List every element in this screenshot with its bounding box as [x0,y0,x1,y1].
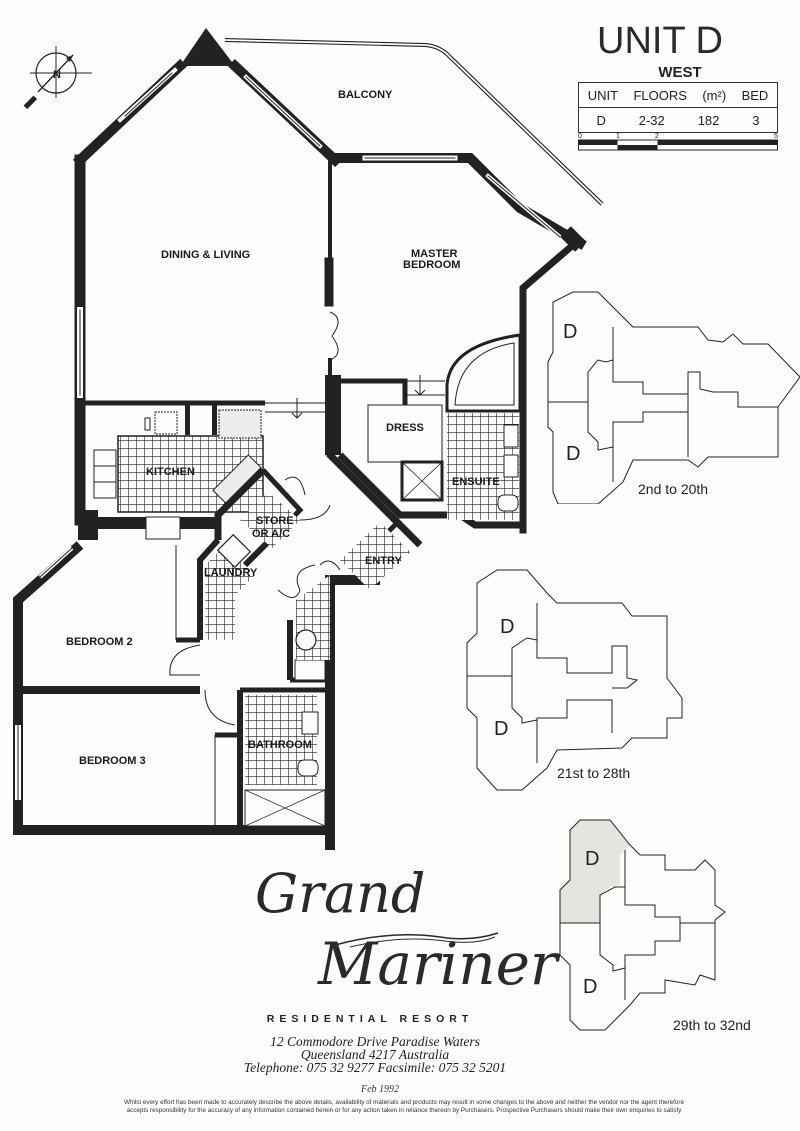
disclaimer: Whilst every effort has been made to acc… [124,1099,684,1114]
scale-bar: 0 1 2 5 [578,133,778,151]
key-plan-caption: 29th to 32nd [673,1017,751,1033]
svg-text:N: N [53,69,61,81]
key-plan-unit-d: D [563,321,577,343]
svg-text:1: 1 [616,133,620,140]
contact-address: 12 Commodore Drive Paradise Waters Queen… [243,1034,507,1075]
double-door [329,311,339,361]
room-label-store-1: STORE [256,515,294,527]
logo-swash-icon [334,932,499,948]
laundry-tub-icon [216,533,317,651]
cell-unit: D [596,112,606,128]
corner-bath-icon [445,333,522,413]
cell-area: 182 [697,112,720,128]
room-label-laundry: LAUNDRY [204,567,258,579]
key-plan-21-28: D D 21st to 28th [466,569,683,791]
room-label-bedroom2: BEDROOM 2 [66,636,133,648]
room-label-master-1: MASTER [411,248,458,260]
room-label-kitchen: KITCHEN [146,466,195,478]
logo-tagline: RESIDENTIAL RESORT [266,1013,474,1025]
logo-grand: Grand [255,862,426,925]
logo-mariner: Mariner [318,930,558,998]
room-label-master-2: BEDROOM [403,259,460,271]
col-unit: UNIT [587,87,619,103]
bedroom-walls [13,541,335,835]
key-plan-unit-d: D [583,976,597,998]
room-label-bathroom: BATHROOM [248,739,312,751]
cell-bed: 3 [752,112,760,128]
key-plan-unit-d: D [500,616,514,638]
svg-text:0: 0 [578,133,582,140]
room-label-bedroom3: BEDROOM 3 [79,755,146,767]
floor-plan: BALCONY DINING & LIVING MASTER BEDROOM D… [13,28,604,850]
key-plan-caption: 2nd to 20th [638,481,708,497]
room-label-dining-living: DINING & LIVING [161,249,250,261]
kitchen-fixtures [93,409,262,540]
bathroom-fixtures [244,711,326,827]
room-label-dress: DRESS [386,422,424,434]
unit-spec-table: UNIT FLOORS (m²) BED D 2-32 182 3 [578,82,778,133]
room-label-entry: ENTRY [365,555,403,567]
col-area: (m²) [702,87,727,103]
room-label-balcony: BALCONY [338,89,393,101]
north-arrow-icon: N [23,46,92,110]
col-floors: FLOORS [633,87,687,103]
unit-title: UNIT D [597,20,723,62]
key-plan-caption: 21st to 28th [557,765,630,781]
key-plan-29-32: D 29th to 32nd D 29th to 32nd [559,819,751,1033]
key-plan-unit-d: D [585,848,599,870]
balcony-railing [224,38,604,206]
room-label-ensuite: ENSUITE [452,476,500,488]
key-plan-unit-d: D [494,718,508,740]
room-label-store-2: OR A/C [252,528,290,540]
key-plan-unit-d: D [566,443,580,465]
spec-data-row: D 2-32 182 3 [578,107,778,133]
ensuite-fixtures [497,424,519,512]
cell-floors: 2-32 [638,112,665,128]
bedroom-doors [169,644,236,726]
exterior-walls [72,28,587,534]
issue-date: Feb 1992 [360,1084,400,1095]
internal-doors [277,476,341,598]
svg-text:5: 5 [774,133,778,140]
key-plan-2-20: D D 2nd to 20th [547,291,800,504]
col-bed: BED [741,87,769,103]
orientation-label: WEST [658,64,702,81]
kitchen-walls [78,398,330,540]
svg-text:2: 2 [655,133,659,140]
